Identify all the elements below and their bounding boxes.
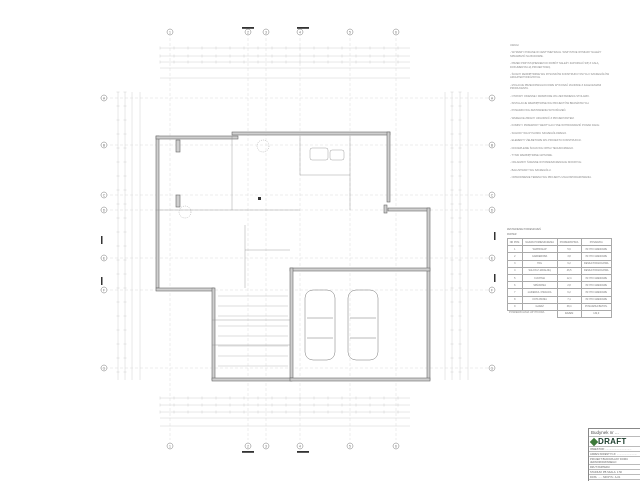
svg-text:1: 1 <box>169 444 171 448</box>
svg-text:D: D <box>103 208 106 212</box>
area-label: POWIERZCHNIA UŻYTKOWA <box>509 311 545 314</box>
note-paragraph: - KOMINY I PRZEWODY WENTYLACYJNE WYPROWA… <box>510 124 601 128</box>
svg-text:F: F <box>103 288 105 292</box>
svg-text:C: C <box>491 193 494 197</box>
building-number: Budynek nr ... <box>589 429 640 437</box>
company-logo: DRAFT <box>589 437 640 447</box>
note-paragraph: - WYMIARY PODANE W CENTYMETRACH. WSZYSTK… <box>510 51 602 58</box>
svg-text:E: E <box>491 256 494 260</box>
note-paragraph: UWAGI <box>510 44 519 47</box>
svg-text:6: 6 <box>395 30 397 34</box>
svg-text:E: E <box>103 256 106 260</box>
svg-text:4: 4 <box>299 30 301 34</box>
column-header: POWIERZCHNIA <box>556 237 582 247</box>
svg-text:5: 5 <box>349 444 351 448</box>
note-paragraph: - POSADZKI WG ZESTAWIENIA WYKOŃCZEŃ. <box>510 109 567 113</box>
note-paragraph: - DOCIEPLENIE ŚCIAN WG OPISU TECHNICZNEG… <box>510 146 574 150</box>
svg-text:3: 3 <box>265 444 267 448</box>
svg-text:1: 1 <box>169 30 171 34</box>
note-paragraph: - SCHODY WG RYSUNKU SZCZEGÓŁOWEGO. <box>510 131 567 135</box>
svg-text:D: D <box>491 208 494 212</box>
note-paragraph: - TYNKI WEWNĘTRZNE GIPSOWE. <box>510 153 553 157</box>
title-block-row: STADIUM: PB SKALA: 1:50 <box>589 470 640 475</box>
note-paragraph: - ODWODNIENIE TERENU WG PROJEKTU ZAGOSPO… <box>510 176 592 180</box>
room-schedule-subcaption: PARTER <box>507 233 517 236</box>
room-schedule-caption: ZESTAWIENIE POMIESZCZEŃ <box>507 228 541 231</box>
svg-text:6: 6 <box>395 444 397 448</box>
title-block-row: ADRES INWESTYCJI: ......................… <box>589 452 640 457</box>
svg-text:2: 2 <box>247 30 249 34</box>
svg-text:B: B <box>491 143 494 147</box>
note-paragraph: - OTWORY OKIENNE I DRZWIOWE WG ZESTAWIEN… <box>510 94 590 98</box>
note-paragraph: - IZOLACJE PRZECIWWILGOCIOWE WYKONAĆ ZGO… <box>510 83 602 91</box>
general-notes: UWAGI - WYMIARY PODANE W CENTYMETRACH. WS… <box>510 44 615 184</box>
title-block-row: PROJEKT BUDOWLANY DOMU JEDNORODZINNEGO <box>589 457 640 465</box>
note-paragraph: - ELEMENTY ŻELBETOWE WG PROJEKTU KONSTRU… <box>510 139 582 143</box>
svg-text:5: 5 <box>349 30 351 34</box>
column-header: NR POM. <box>507 237 523 247</box>
svg-text:A: A <box>491 96 494 100</box>
note-paragraph: - BALUSTRADY WG SZCZEGÓŁU. <box>510 168 552 172</box>
svg-text:G: G <box>491 366 494 370</box>
note-paragraph: - OKŁADZINY ŚCIENNE W POMIESZCZENIACH MO… <box>510 161 582 165</box>
column-header: POSADZKA <box>580 237 613 247</box>
svg-text:2: 2 <box>247 444 249 448</box>
svg-text:B: B <box>103 143 106 147</box>
column-header: NAZWA POMIESZCZENIA <box>521 237 558 247</box>
note-paragraph: - WSZELKIE ZMIANY UZGODNIĆ Z PROJEKTANTE… <box>510 116 575 120</box>
room-schedule: ZESTAWIENIE POMIESZCZEŃ PARTER NR POM.NA… <box>507 228 613 319</box>
svg-text:F: F <box>491 288 493 292</box>
title-block-row: INWESTOR: ..............................… <box>589 447 640 452</box>
svg-text:C: C <box>103 193 106 197</box>
title-block-row: RZUT PARTERU <box>589 465 640 470</box>
note-paragraph: - ŚCIANY ZEWNĘTRZNE WG RYSUNKÓW KONSTRUK… <box>510 73 610 80</box>
garage-cars <box>304 289 379 361</box>
note-paragraph: - INSTALACJE WEWNĘTRZNE WG PROJEKTÓW BRA… <box>510 102 590 106</box>
title-block-row: DATA: ...... NR RYS.: A-01 <box>589 475 640 480</box>
title-block: Budynek nr ... DRAFT INWESTOR: .........… <box>588 428 640 481</box>
logo-mark-icon <box>589 437 599 447</box>
svg-text:4: 4 <box>299 444 301 448</box>
svg-text:3: 3 <box>265 30 267 34</box>
svg-text:A: A <box>103 96 106 100</box>
svg-text:G: G <box>103 366 106 370</box>
note-paragraph: - PRZED PRZYSTĄPIENIEM DO ROBÓT NALEŻY Z… <box>510 62 599 69</box>
